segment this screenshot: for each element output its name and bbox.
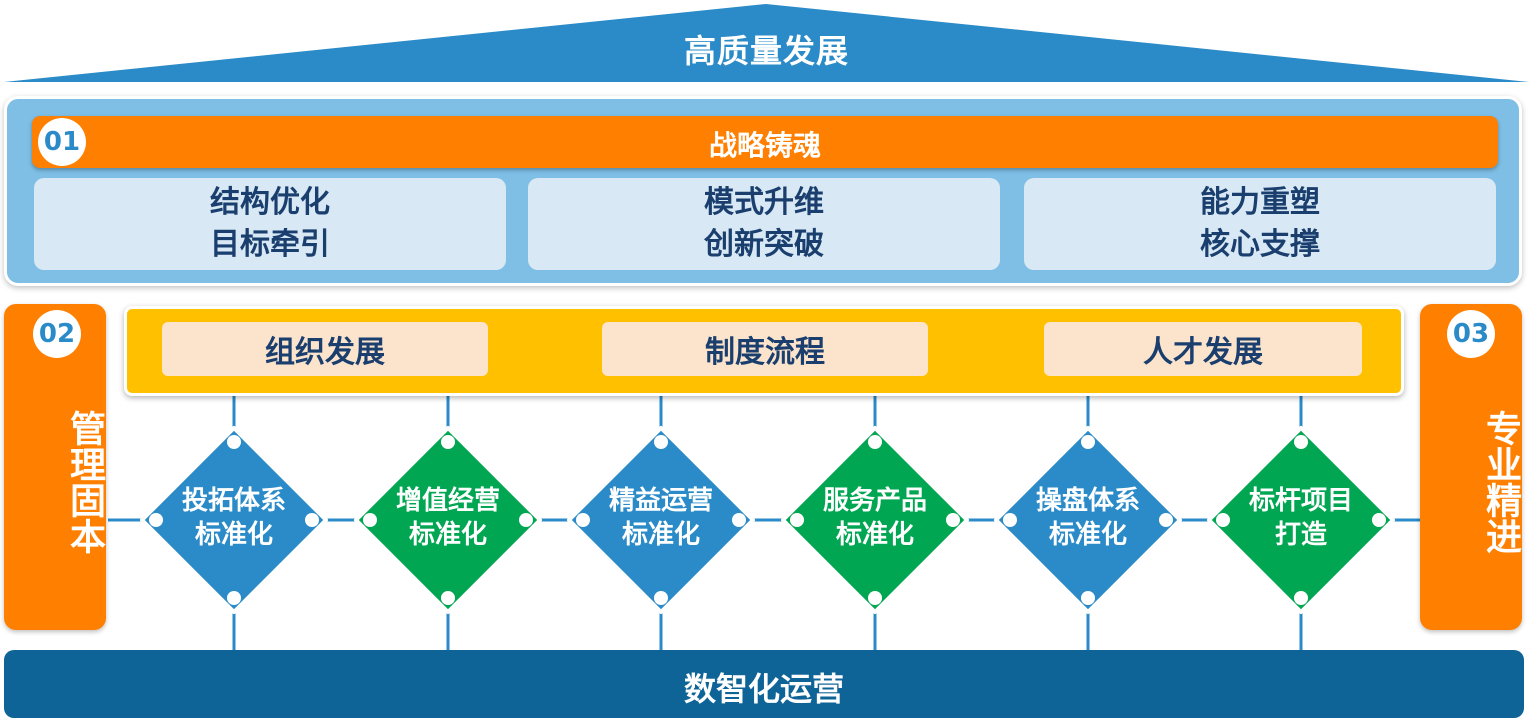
right-pillar-title: 专业精进 (1480, 410, 1521, 554)
practice-label-line2: 标准化 (621, 520, 700, 550)
strategy-item-line1: 结构优化 (210, 185, 330, 220)
connector-dot (227, 435, 241, 449)
connector-dot (1003, 513, 1017, 527)
connector-dot (946, 513, 960, 527)
practice-diamond (354, 426, 542, 614)
connector-dot (441, 591, 455, 605)
left-pillar-title: 管理固本 (64, 410, 105, 554)
practice-diamond (140, 426, 328, 614)
left-pillar-number-badge: 02 (33, 310, 81, 358)
practice-label-line1: 操盘体系 (1035, 486, 1140, 516)
connector-dot (732, 513, 746, 527)
foundation-bar (4, 650, 1524, 718)
connector-dot (227, 591, 241, 605)
connector-dot (363, 513, 377, 527)
practice-label: 操盘体系标准化 (1008, 484, 1168, 552)
connector-dot (1372, 513, 1386, 527)
strategy-item-capability: 能力重塑 核心支撑 (1024, 178, 1496, 270)
roof-title: 高质量发展 (683, 32, 849, 70)
strategy-title: 战略铸魂 (708, 129, 821, 162)
connector-dot (1081, 591, 1095, 605)
practice-diamonds (140, 426, 1395, 614)
strategy-bar (32, 116, 1498, 168)
practice-label-line2: 标准化 (194, 520, 273, 550)
connector-dot (1294, 435, 1308, 449)
practice-label: 精益运营标准化 (581, 484, 741, 552)
practice-label-line2: 标准化 (1048, 520, 1127, 550)
practice-label-line1: 精益运营 (608, 486, 713, 516)
left-pillar (4, 304, 106, 630)
practice-label: 标杆项目打造 (1221, 484, 1381, 552)
connector-dot (149, 513, 163, 527)
connector-dot (576, 513, 590, 527)
practice-diamond (994, 426, 1182, 614)
right-pillar-number-badge: 03 (1447, 310, 1495, 358)
foundation-title: 数智化运营 (683, 670, 844, 708)
practice-label-line2: 标准化 (408, 520, 487, 550)
practice-label-line1: 标杆项目 (1248, 486, 1353, 516)
strategy-item-line1: 能力重塑 (1200, 185, 1320, 220)
management-item-process: 制度流程 (602, 322, 928, 376)
connector-dot (1216, 513, 1230, 527)
connector-dot (1081, 435, 1095, 449)
practice-diamond (1207, 426, 1395, 614)
strategy-item-line2: 创新突破 (704, 227, 824, 262)
roof-triangle (4, 4, 1529, 82)
strategy-item-structure: 结构优化 目标牵引 (34, 178, 506, 270)
practice-diamond (567, 426, 755, 614)
strategy-item-line2: 核心支撑 (1200, 227, 1320, 262)
practice-label-line2: 打造 (1274, 520, 1327, 550)
connector-dot (790, 513, 804, 527)
practice-label-line1: 服务产品 (822, 486, 927, 516)
connector-dot (519, 513, 533, 527)
strategy-number-badge: 01 (38, 118, 86, 166)
practice-diamond (781, 426, 969, 614)
connector-dot (654, 435, 668, 449)
practice-label-line2: 标准化 (835, 520, 914, 550)
right-pillar (1420, 304, 1522, 630)
practice-label: 服务产品标准化 (795, 484, 955, 552)
strategy-item-mode: 模式升维 创新突破 (528, 178, 1000, 270)
practice-label-line1: 增值经营 (395, 486, 500, 516)
connector-dot (441, 435, 455, 449)
practice-label-line1: 投拓体系 (181, 486, 286, 516)
strategy-item-line1: 模式升维 (704, 185, 824, 220)
connector-dot (654, 591, 668, 605)
connector-dot (1294, 591, 1308, 605)
practice-label: 投拓体系标准化 (154, 484, 314, 552)
connector-dot (868, 435, 882, 449)
strategy-item-line2: 目标牵引 (210, 227, 330, 262)
management-item-talent: 人才发展 (1044, 322, 1362, 376)
connector-dot (305, 513, 319, 527)
connector-dot (868, 591, 882, 605)
connector-dot (1159, 513, 1173, 527)
management-item-organization: 组织发展 (162, 322, 488, 376)
practice-label: 增值经营标准化 (368, 484, 528, 552)
